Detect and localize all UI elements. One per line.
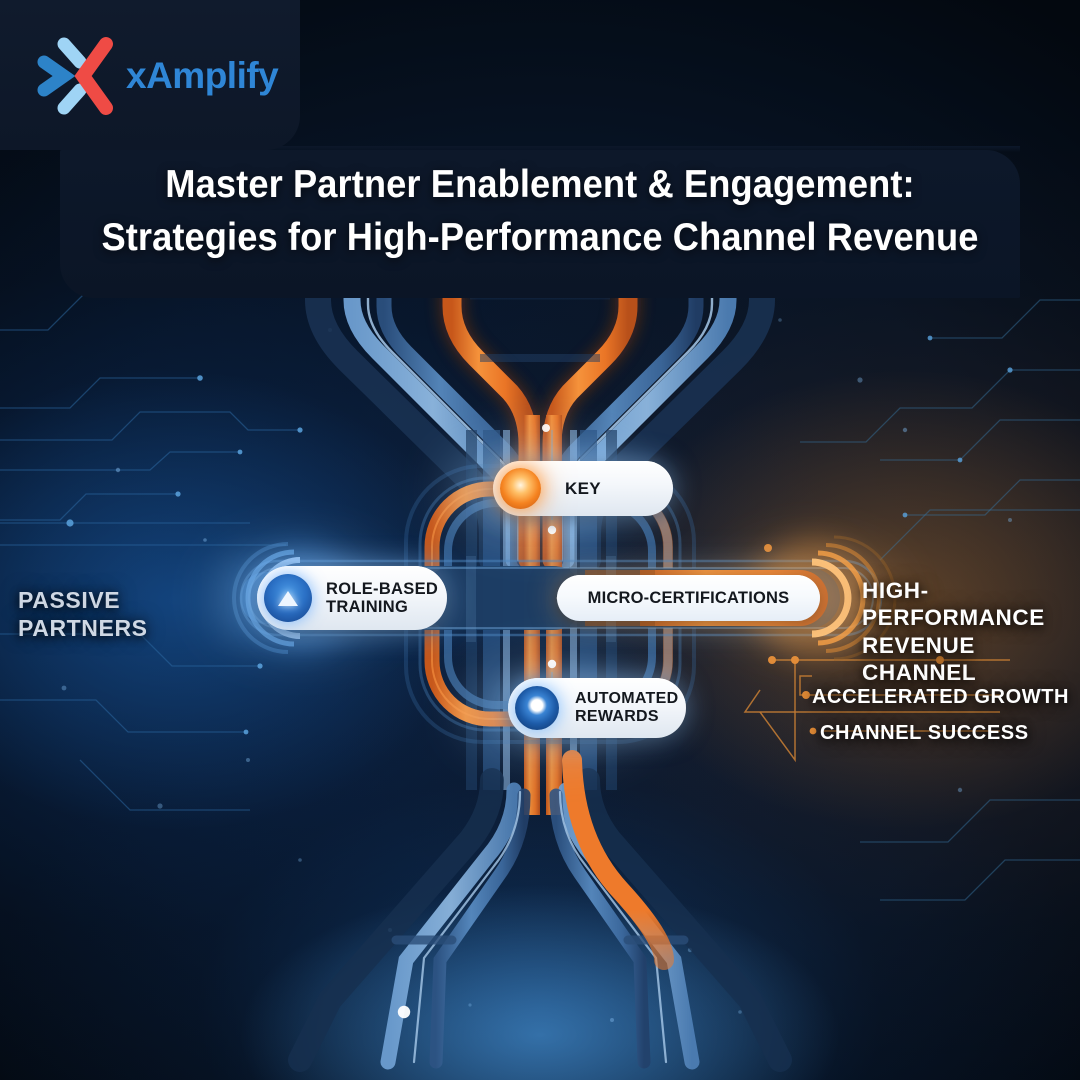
title-band	[60, 146, 1020, 298]
target-dot-icon	[515, 686, 559, 730]
high-performance-line-1: HIGH-PERFORMANCE	[862, 578, 1045, 631]
label-passive-partners: PASSIVE PARTNERS	[18, 587, 148, 642]
label-channel-success: CHANNEL SUCCESS	[820, 722, 1029, 744]
node-automated-rewards-label: AUTOMATED REWARDS	[575, 690, 678, 726]
brand-name: xAmplify	[126, 55, 279, 96]
node-role-based-training-label: ROLE-BASED TRAINING	[326, 580, 438, 617]
label-accelerated-growth: ACCELERATED GROWTH	[812, 686, 1070, 708]
high-performance-line-2: REVENUE CHANNEL	[862, 632, 977, 686]
title-line-1: Master Partner Enablement & Engagement:	[165, 163, 915, 206]
title-line-2: Strategies for High-Performance Channel …	[101, 216, 979, 259]
brand-logo[interactable]: xAmplify	[34, 36, 279, 116]
orange-glow-dot-icon	[500, 468, 541, 509]
node-automated-rewards[interactable]: AUTOMATED REWARDS	[508, 678, 686, 738]
automated-line-1: AUTOMATED	[575, 690, 679, 708]
node-key[interactable]: KEY	[493, 461, 673, 516]
role-line-1: ROLE-BASED	[326, 579, 439, 598]
triangle-up-icon	[264, 574, 312, 622]
node-role-based-training[interactable]: ROLE-BASED TRAINING	[257, 566, 447, 630]
node-micro-certifications[interactable]: MICRO-CERTIFICATIONS	[557, 575, 820, 621]
node-micro-certifications-label: MICRO-CERTIFICATIONS	[587, 588, 790, 607]
logo-panel	[0, 0, 300, 150]
label-high-performance-revenue-channel: HIGH-PERFORMANCE REVENUE CHANNEL	[862, 577, 1078, 687]
automated-line-2: REWARDS	[575, 708, 659, 725]
role-line-2: TRAINING	[326, 598, 409, 616]
page-title: Master Partner Enablement & Engagement: …	[38, 158, 1042, 264]
x-chevron-logo-icon	[37, 37, 113, 115]
node-key-label: KEY	[565, 478, 601, 498]
